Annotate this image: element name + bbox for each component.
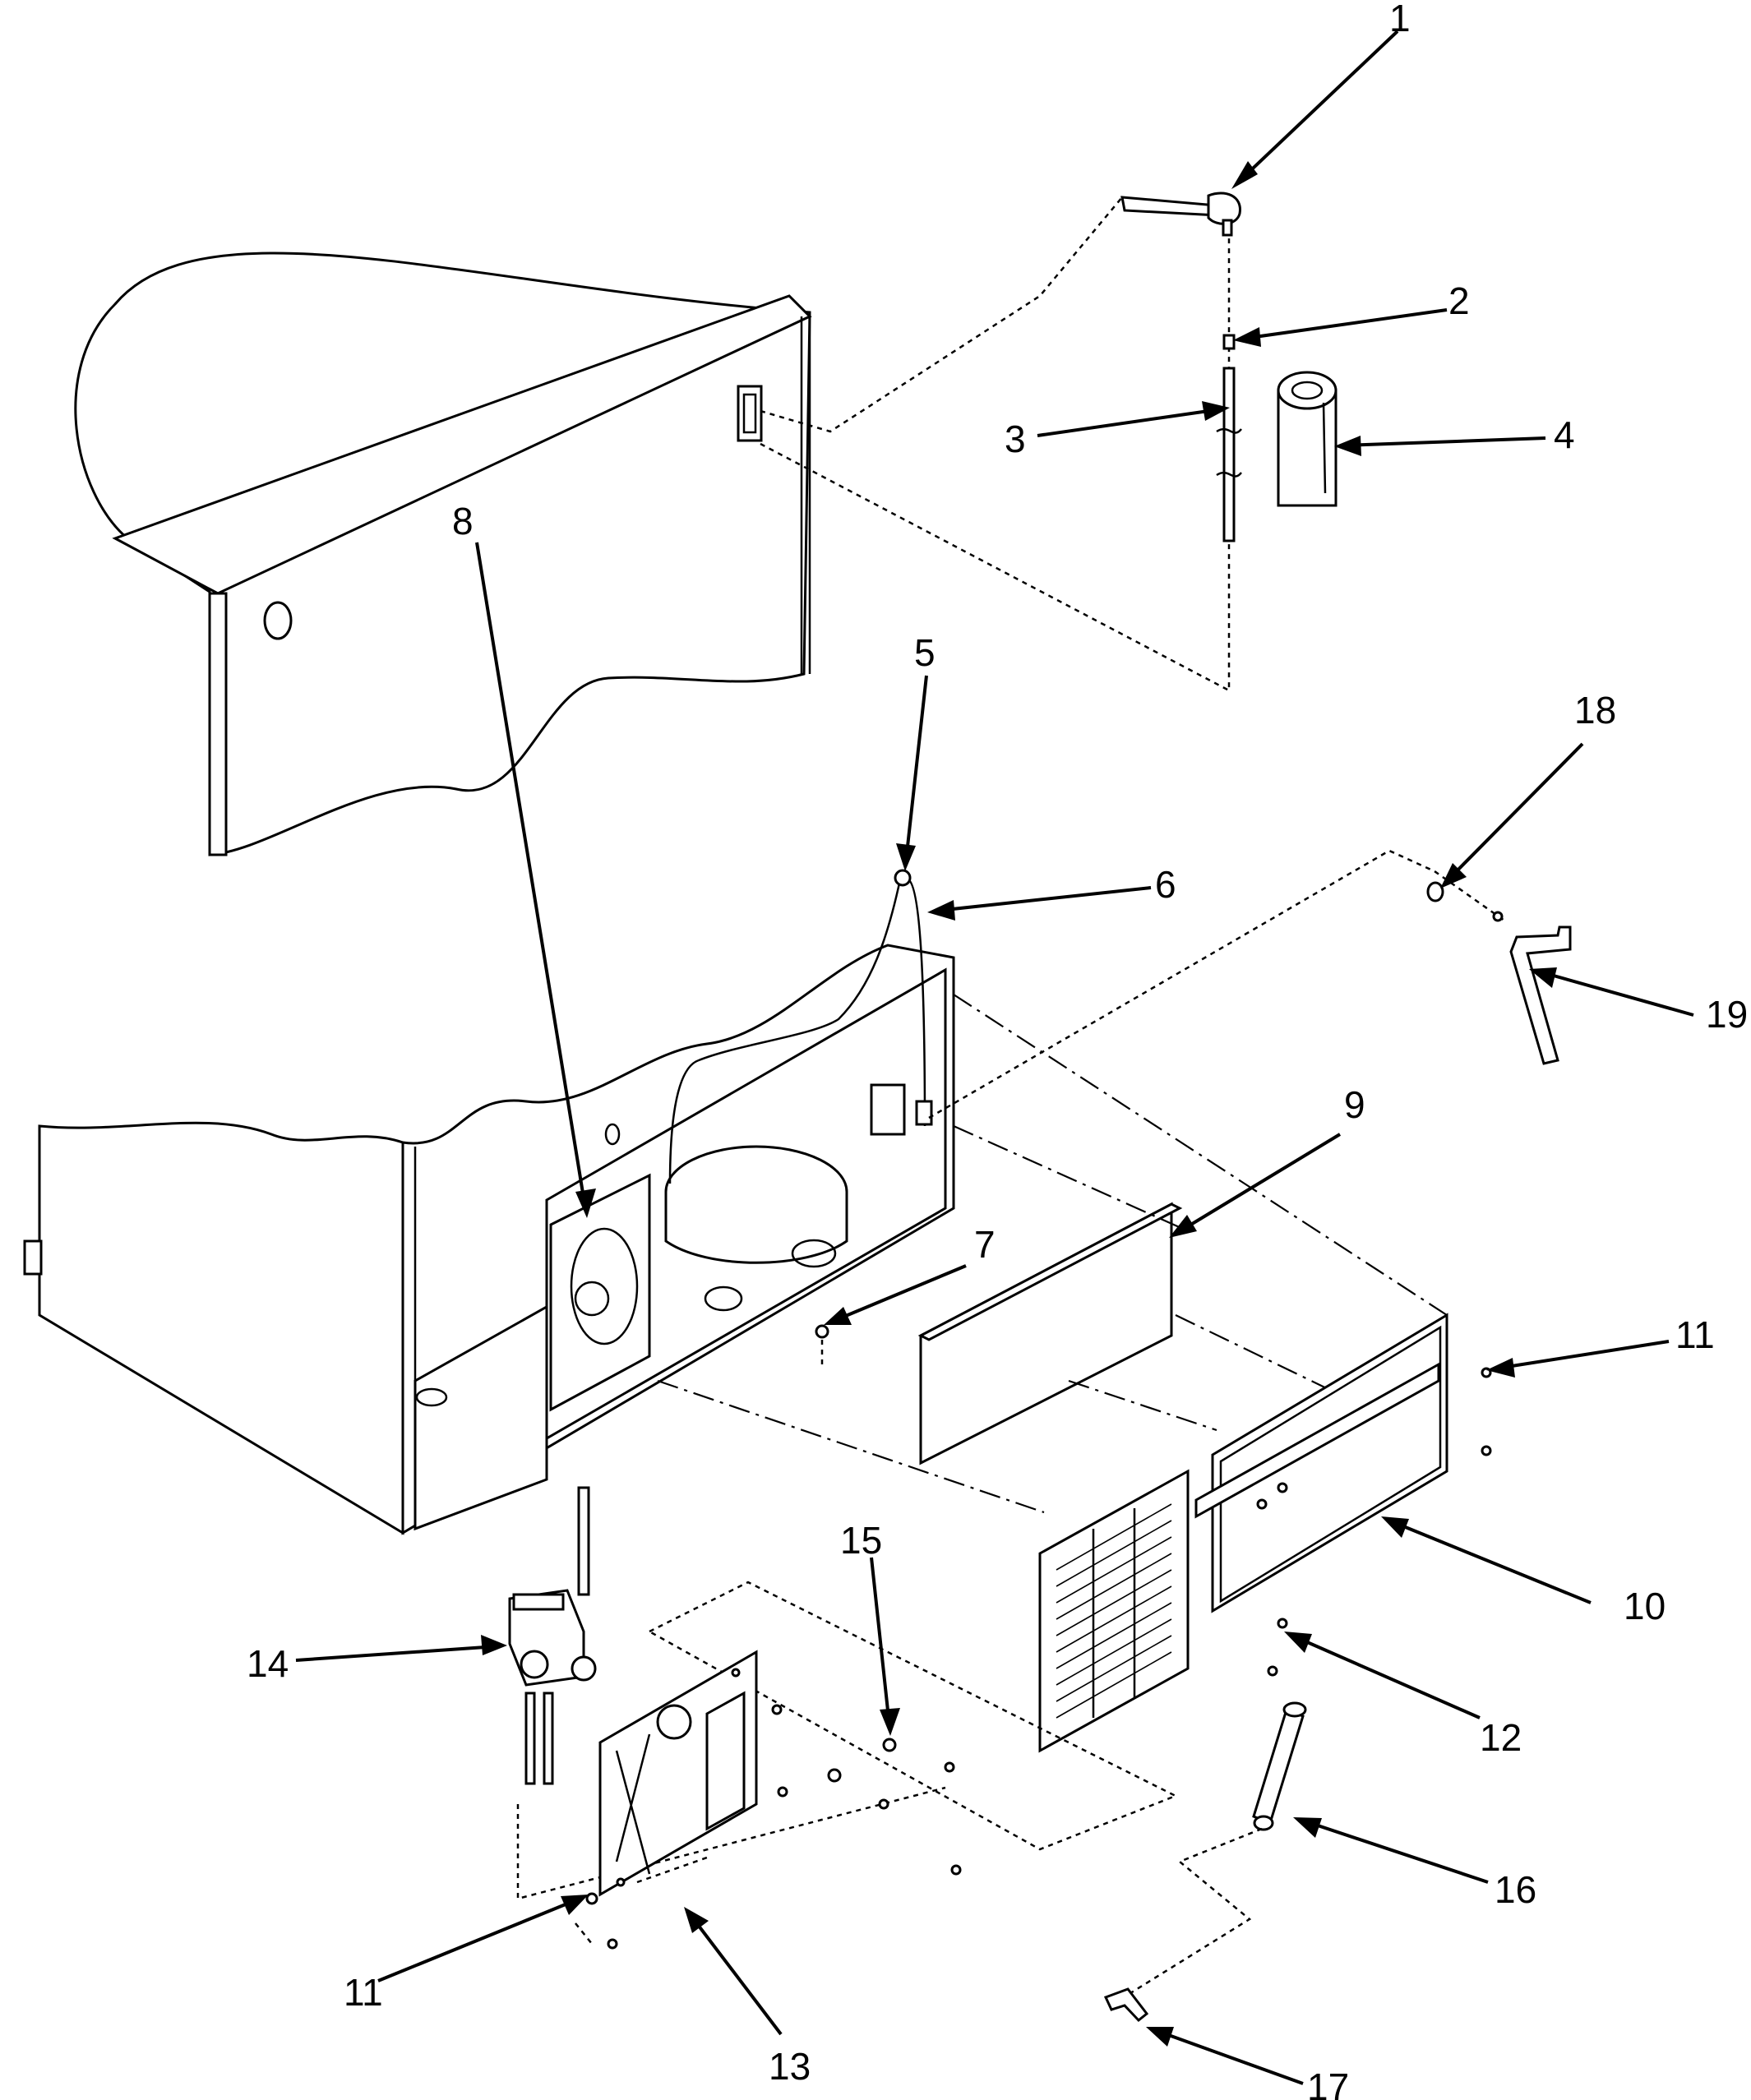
- leader-cabinet-to-valve: [760, 196, 1123, 433]
- guide-line: [1068, 1379, 1217, 1432]
- guide-line: [657, 1379, 1045, 1514]
- callout-6: 6: [1155, 863, 1176, 906]
- callout-17: 17: [1307, 2065, 1349, 2100]
- water-tube-part: [1216, 367, 1242, 542]
- upper-cabinet: [74, 252, 812, 856]
- callout-10: 10: [1624, 1585, 1666, 1627]
- leader-cabinet-to-tube: [760, 234, 1231, 693]
- leader-valve-to-compartment: [928, 849, 1505, 1119]
- water-valve-part: [1120, 192, 1241, 237]
- elbow-fitting-part: [1426, 881, 1572, 1065]
- callout-19: 19: [1706, 993, 1748, 1036]
- insulation-sleeve-part: [1277, 371, 1338, 507]
- solenoid-valve-part: [508, 1486, 597, 1785]
- callout-13: 13: [769, 2045, 811, 2088]
- callout-11-lower: 11: [344, 1971, 383, 2014]
- assembly-outline: [647, 1581, 1179, 1851]
- water-line-part: [668, 869, 933, 1184]
- filter-part: [1130, 1701, 1307, 1995]
- screws: [1256, 1367, 1492, 1677]
- callout-3: 3: [1005, 418, 1026, 460]
- screw-part: [815, 1324, 829, 1368]
- callout-5: 5: [914, 631, 936, 674]
- callout-7: 7: [974, 1223, 996, 1266]
- callout-labels: 1 2 3 4 5 6 7 8 9 10 11 11 12 13 14 15 1…: [247, 0, 1748, 2100]
- callout-12: 12: [1480, 1716, 1522, 1759]
- ferrule-part: [1222, 334, 1236, 350]
- callout-15: 15: [840, 1519, 882, 1562]
- guide-line: [953, 994, 1448, 1316]
- access-panel-part: [1038, 1313, 1448, 1753]
- callout-9: 9: [1344, 1083, 1365, 1126]
- callout-8: 8: [452, 500, 474, 542]
- callout-2: 2: [1448, 279, 1470, 322]
- callout-14: 14: [247, 1642, 289, 1685]
- assembly-outline: [516, 1786, 946, 1900]
- panel-part: [917, 1202, 1183, 1465]
- leader-arrows: [295, 30, 1694, 2085]
- bracket-screws: [575, 1704, 962, 1950]
- callout-1: 1: [1389, 0, 1411, 39]
- callout-18: 18: [1574, 689, 1616, 732]
- fitting-part: [1103, 1987, 1149, 2023]
- guide-line: [953, 1124, 1193, 1235]
- callout-16: 16: [1495, 1868, 1536, 1911]
- guide-line: [1175, 1314, 1448, 1447]
- mounting-bracket-part: [598, 1650, 758, 1897]
- callout-11-right: 11: [1675, 1313, 1715, 1356]
- lower-cabinet: [23, 944, 955, 1535]
- callout-4: 4: [1554, 413, 1575, 456]
